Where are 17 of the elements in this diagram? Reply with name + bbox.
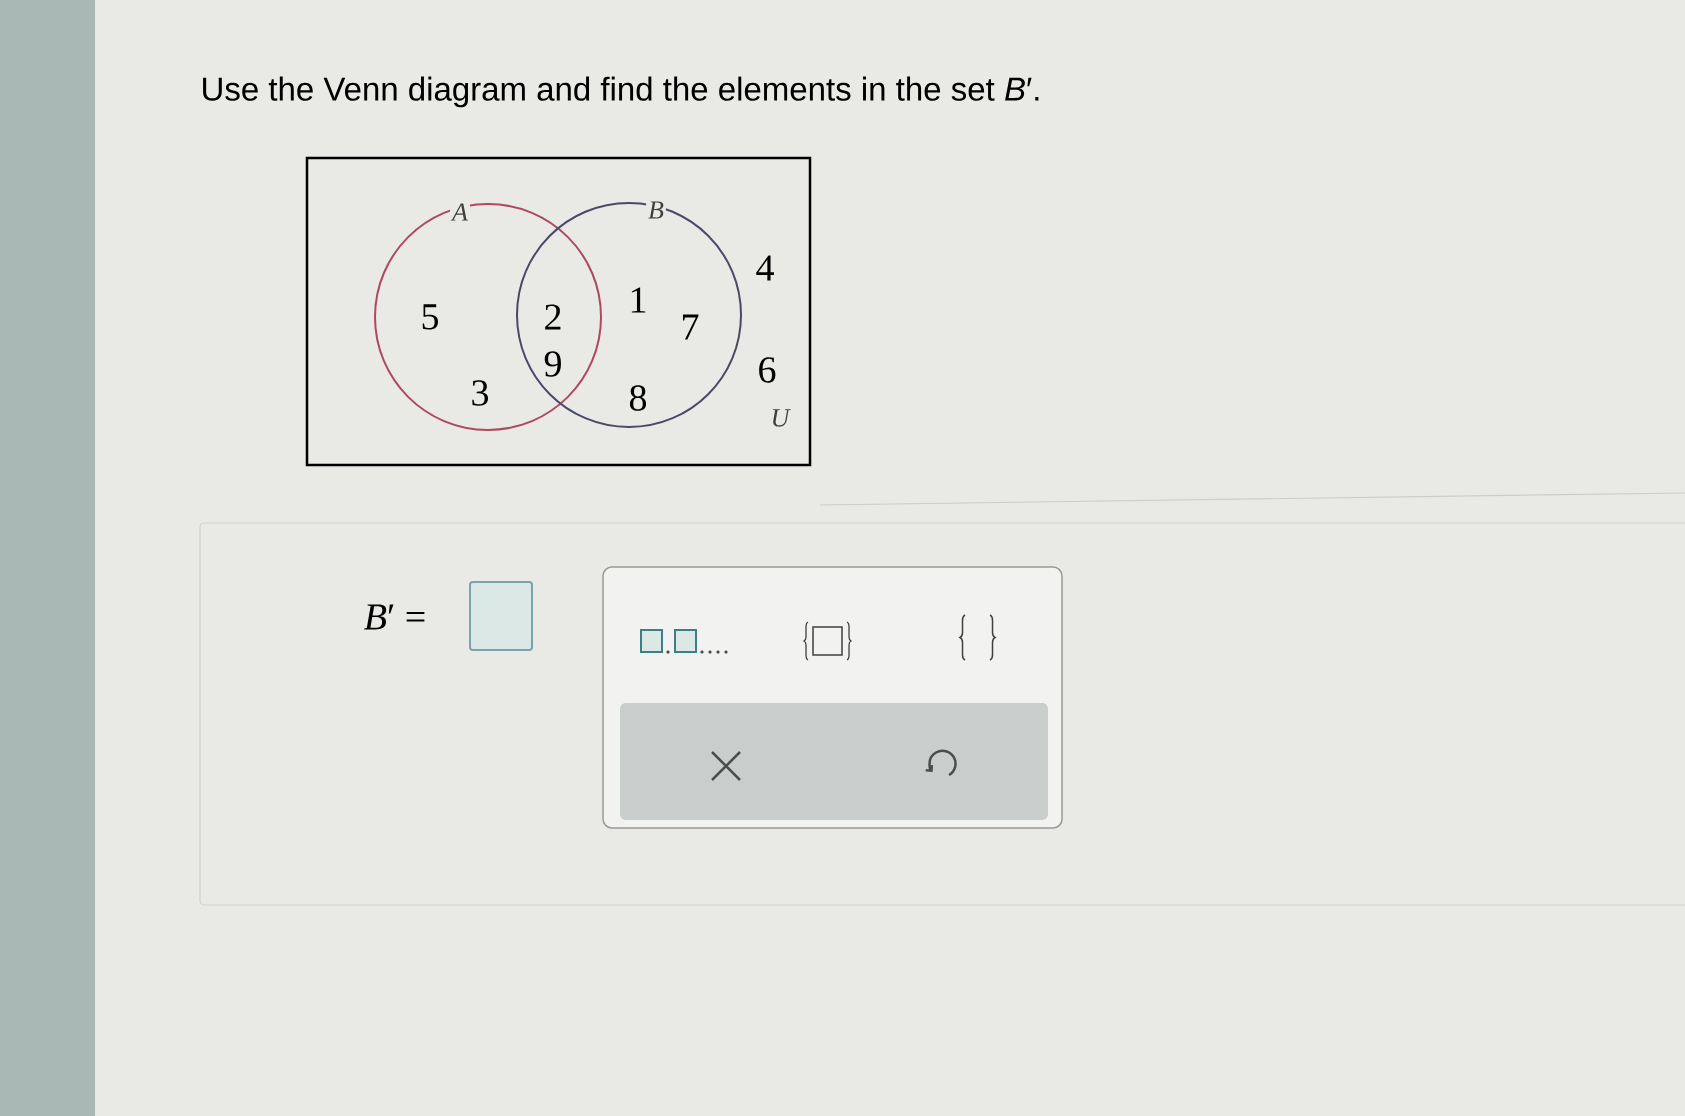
question-text: Use the Venn diagram and find the elements in the set B′. [203,76,1039,108]
element-number: 6 [759,357,776,383]
element-number: 5 [422,304,439,330]
equation-label: B′ = [364,604,425,630]
element-number: 3 [472,380,489,406]
set-circle [516,202,742,428]
set-circle [374,203,602,431]
element-number: 8 [629,385,647,411]
element-number: 2 [545,304,561,330]
element-number: 7 [683,314,699,340]
universe-box [305,156,812,467]
set-label: A [450,201,470,223]
set-label: B [646,199,666,221]
set-label: U [768,407,792,429]
element-number: 1 [631,287,646,313]
element-number: 4 [756,255,774,281]
element-number: 9 [544,351,561,377]
